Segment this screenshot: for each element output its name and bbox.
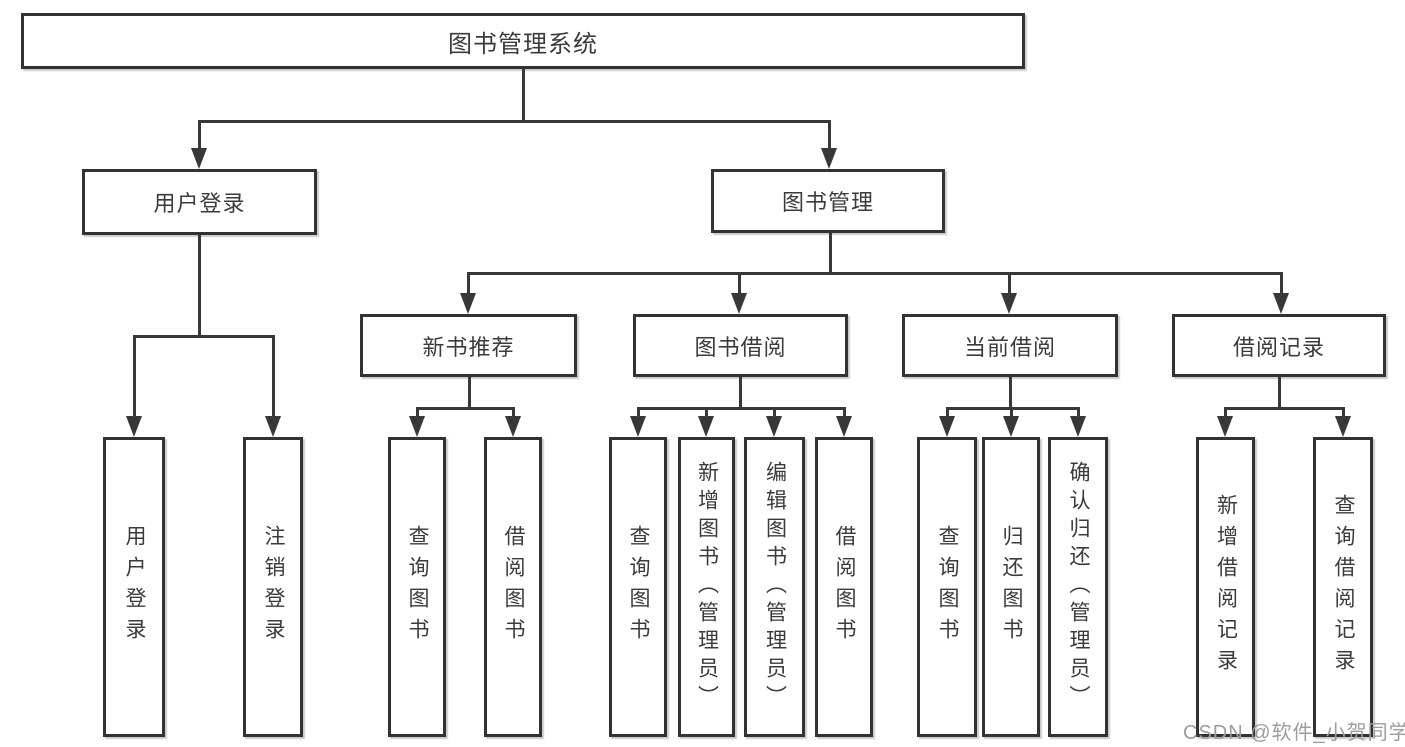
leaf-borrow-books-recommend: 借阅图书 — [484, 437, 542, 737]
arrowhead-icon — [460, 293, 476, 314]
leaf-user-login: 用户登录 — [103, 437, 165, 737]
arrowhead-icon — [1003, 416, 1019, 437]
node-user-login: 用户登录 — [82, 169, 317, 235]
connector-line — [636, 407, 640, 419]
node-current-borrowing: 当前借阅 — [902, 314, 1118, 377]
connector-line — [828, 233, 832, 272]
watermark: CSDN @软件_小贺同学 — [1183, 722, 1405, 744]
connector-line — [1009, 407, 1013, 419]
connector-line — [704, 407, 708, 419]
connector-line — [827, 120, 831, 150]
connector-line — [738, 377, 742, 407]
leaf-logout: 注销登录 — [243, 437, 303, 737]
arrowhead-icon — [836, 416, 852, 437]
connector-line — [197, 120, 201, 150]
arrowhead-icon — [821, 148, 837, 169]
connector-line — [772, 407, 776, 419]
connector-line — [466, 272, 1282, 275]
connector-line — [521, 69, 525, 120]
connector-line — [1341, 407, 1345, 419]
connector-line — [467, 377, 471, 407]
connector-line — [197, 120, 831, 123]
connector-line — [1277, 377, 1281, 407]
leaf-query-books-borrowing: 查询图书 — [609, 437, 667, 737]
connector-line — [197, 235, 201, 335]
connector-line — [1223, 407, 1227, 419]
connector-line — [636, 407, 846, 410]
leaf-edit-book-admin: 编辑图书（管理员） — [744, 437, 805, 737]
arrowhead-icon — [1217, 416, 1233, 437]
node-book-borrowing: 图书借阅 — [633, 314, 848, 377]
arrowhead-icon — [191, 148, 207, 169]
connector-line — [945, 407, 1080, 410]
leaf-add-book-admin: 新增图书（管理员） — [678, 437, 735, 737]
connector-line — [737, 272, 741, 296]
leaf-confirm-return-admin: 确认归还（管理员） — [1048, 437, 1108, 737]
leaf-query-borrow-record: 查询借阅记录 — [1313, 437, 1373, 737]
connector-line — [466, 272, 470, 296]
connector-line — [415, 407, 419, 419]
connector-line — [271, 335, 275, 419]
connector-line — [1223, 407, 1345, 410]
leaf-borrow-books-borrowing: 借阅图书 — [815, 437, 873, 737]
arrowhead-icon — [1001, 293, 1017, 314]
arrowhead-icon — [698, 416, 714, 437]
arrowhead-icon — [1070, 416, 1086, 437]
arrowhead-icon — [409, 416, 425, 437]
arrowhead-icon — [1273, 293, 1289, 314]
leaf-add-borrow-record: 新增借阅记录 — [1196, 437, 1255, 737]
arrowhead-icon — [265, 416, 281, 437]
arrowhead-icon — [731, 293, 747, 314]
node-borrowing-records: 借阅记录 — [1172, 314, 1386, 377]
connector-line — [132, 335, 275, 338]
arrowhead-icon — [126, 416, 142, 437]
connector-line — [1007, 272, 1011, 296]
connector-line — [842, 407, 846, 419]
node-new-book-recommendation: 新书推荐 — [360, 314, 577, 377]
connector-line — [132, 335, 136, 419]
arrowhead-icon — [1335, 416, 1351, 437]
arrowhead-icon — [939, 416, 955, 437]
arrowhead-icon — [766, 416, 782, 437]
connector-line — [1279, 272, 1283, 296]
connector-line — [945, 407, 949, 419]
arrowhead-icon — [505, 416, 521, 437]
leaf-query-books-current: 查询图书 — [917, 437, 977, 737]
connector-line — [1008, 377, 1012, 407]
connector-line — [415, 407, 515, 410]
arrowhead-icon — [630, 416, 646, 437]
leaf-return-book: 归还图书 — [982, 437, 1040, 737]
connector-line — [511, 407, 515, 419]
connector-line — [1076, 407, 1080, 419]
node-book-management: 图书管理 — [711, 169, 945, 233]
node-library-management-system: 图书管理系统 — [21, 13, 1025, 69]
leaf-query-books-recommend: 查询图书 — [388, 437, 446, 737]
